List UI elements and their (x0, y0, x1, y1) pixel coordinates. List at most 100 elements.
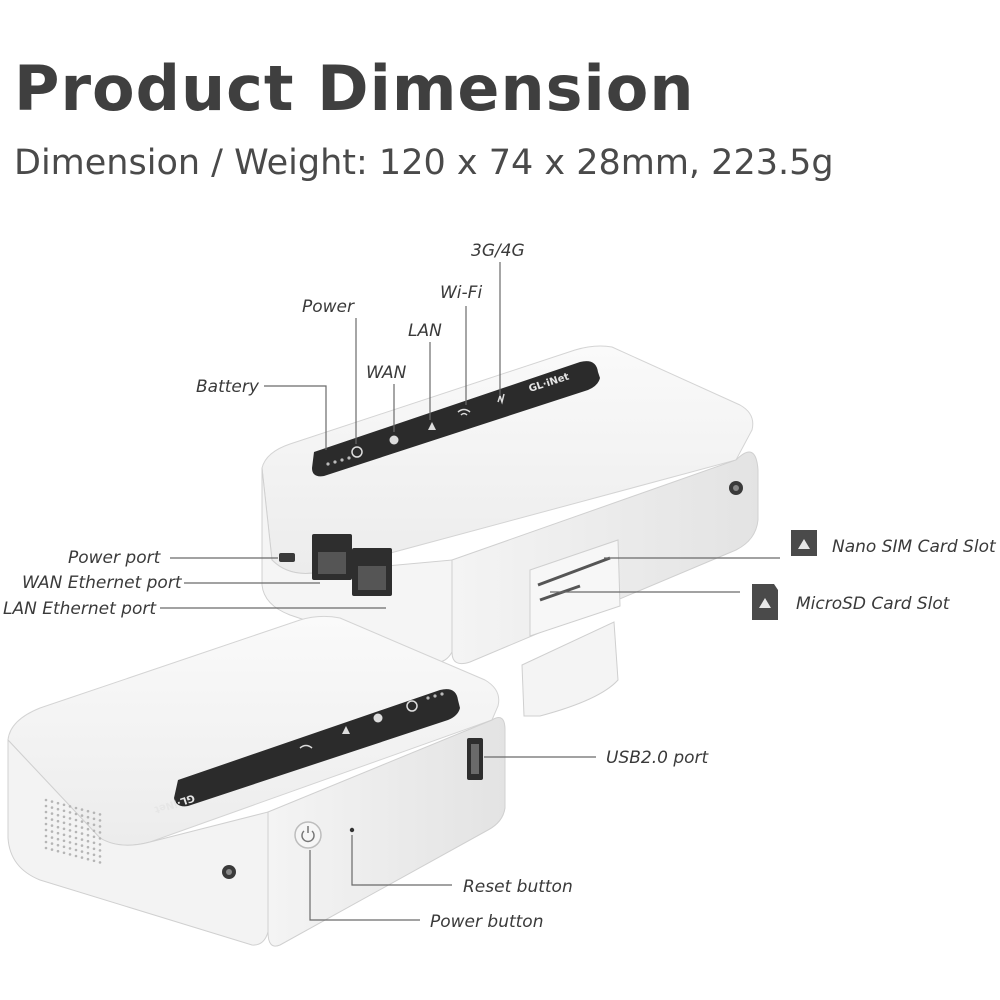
vent-hole (86, 827, 90, 831)
vent-hole (68, 823, 72, 826)
vent-hole (44, 816, 48, 820)
vent-hole (80, 808, 84, 811)
power-button-line (309, 850, 420, 921)
vent-grid (44, 798, 102, 864)
vent-hole (86, 845, 90, 849)
vent-hole (44, 798, 48, 802)
vent-hole (98, 819, 102, 822)
vent-hole (62, 809, 66, 813)
reset-line (351, 835, 452, 886)
vent-hole (56, 837, 60, 841)
battery-led-icon (340, 458, 344, 462)
wifi-led-icon (457, 408, 471, 416)
battery-led-icon (333, 460, 337, 464)
vent-hole (80, 850, 84, 853)
vent-hole (98, 831, 102, 834)
vent-hole (80, 820, 84, 823)
lan-led-icon (342, 726, 350, 734)
power-port-label: Power port (68, 548, 162, 568)
vent-hole (44, 804, 48, 808)
power-button[interactable] (294, 821, 322, 849)
led-panel (312, 361, 600, 477)
cellular-led-icon (497, 393, 505, 405)
microsd-slot (539, 584, 581, 602)
vent-hole (74, 836, 78, 840)
vent-hole (92, 823, 96, 827)
wan-label: WAN (366, 363, 407, 383)
vent-hole (50, 824, 54, 827)
vent-hole (74, 824, 78, 828)
screw-icon (226, 869, 232, 875)
vent-hole (80, 832, 84, 835)
led-panel-lower (174, 689, 460, 807)
wan-port-socket (318, 552, 346, 574)
vent-hole (80, 856, 84, 859)
vent-hole (86, 857, 90, 861)
microsd-icon (759, 598, 771, 608)
vent-hole (44, 822, 48, 826)
vent-hole (98, 861, 102, 864)
vent-hole (74, 848, 78, 852)
vent-hole (92, 847, 96, 851)
wifi-led-icon (299, 744, 313, 749)
cellular-label: 3G/4G (471, 241, 525, 261)
lan-port-socket (358, 566, 386, 590)
wifi-label: Wi-Fi (440, 283, 482, 303)
vent-hole (62, 839, 66, 843)
vent-hole (50, 818, 54, 821)
vent-hole (68, 847, 72, 850)
vent-hole (92, 817, 96, 821)
router-lower-left-face (7, 738, 269, 946)
vent-hole (74, 818, 78, 822)
vent-hole (62, 821, 66, 825)
microsd-label: MicroSD Card Slot (796, 594, 951, 614)
vent-hole (56, 801, 60, 805)
vent-hole (62, 851, 66, 855)
vent-hole (44, 840, 48, 844)
nano-sim-badge (791, 530, 817, 556)
battery-line (264, 385, 327, 450)
vent-hole (92, 811, 96, 815)
battery-label: Battery (196, 377, 260, 397)
vent-hole (68, 841, 72, 844)
vent-hole (68, 853, 72, 856)
nano-sim-label: Nano SIM Card Slot (832, 537, 997, 557)
vent-hole (74, 812, 78, 816)
vent-hole (56, 831, 60, 835)
vent-hole (80, 844, 84, 847)
vent-hole (86, 851, 90, 855)
vent-hole (62, 833, 66, 837)
vent-hole (98, 849, 102, 852)
battery-led-icon (326, 462, 330, 466)
nano-sim-icon (798, 539, 810, 549)
power-led-icon (406, 700, 418, 712)
vent-hole (50, 836, 54, 839)
battery-led-icon (426, 696, 430, 700)
lan-led-icon (428, 422, 436, 430)
vent-hole (92, 835, 96, 839)
vent-hole (50, 800, 54, 803)
vent-hole (86, 833, 90, 837)
wan-ethernet-port-label: WAN Ethernet port (22, 573, 183, 593)
vent-hole (80, 838, 84, 841)
vent-hole (92, 859, 96, 863)
vent-hole (68, 811, 72, 814)
vent-hole (86, 839, 90, 843)
vent-hole (44, 828, 48, 832)
power-button-icon (301, 826, 315, 843)
lan-ethernet-port-label: LAN Ethernet port (3, 599, 157, 619)
vent-hole (44, 834, 48, 838)
vent-hole (98, 855, 102, 858)
reset-button[interactable] (349, 827, 355, 833)
vent-hole (56, 843, 60, 847)
vent-hole (86, 821, 90, 825)
vent-hole (56, 813, 60, 817)
vent-hole (50, 848, 54, 851)
vent-hole (50, 806, 54, 809)
vent-hole (86, 815, 90, 819)
battery-led-icon (347, 456, 351, 460)
dimension-weight-subtitle: Dimension / Weight: 120 x 74 x 28mm, 223… (14, 143, 834, 183)
vent-hole (56, 849, 60, 853)
microsd-badge (752, 584, 778, 620)
vent-hole (68, 829, 72, 832)
